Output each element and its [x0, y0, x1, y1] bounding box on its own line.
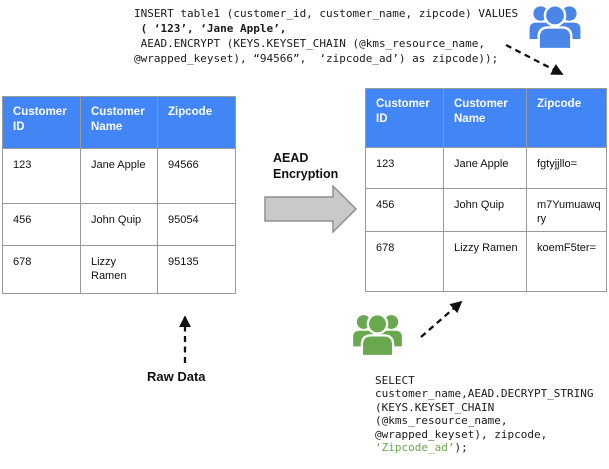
code-line: @wrapped_keyset), zipcode,: [375, 427, 548, 441]
code-line: SELECT: [375, 374, 415, 387]
table-row: 678 Lizzy Ramen koemF5ter=: [365, 231, 607, 292]
code-line-end: );: [454, 441, 468, 455]
table-cell: 678: [2, 245, 81, 294]
code-line: (KEYS.KEYSET_CHAIN: [375, 400, 495, 414]
table-cell: Jane Apple: [80, 148, 158, 204]
table-cell: 94566: [157, 148, 236, 204]
code-line: INSERT table1 (customer_id, customer_nam…: [134, 7, 519, 20]
table-cell: 678: [365, 231, 444, 292]
code-line: AEAD.ENCRYPT (KEYS.KEYSET_CHAIN (@kms_re…: [134, 37, 485, 50]
aead-label-line2: Encryption: [273, 167, 339, 181]
table-row: 456 John Quip m7Yumuawqry: [365, 188, 607, 232]
column-header: Customer ID: [2, 96, 81, 149]
table-cell: 123: [2, 148, 81, 204]
plain-data-table: Customer ID Customer Name Zipcode 123 Ja…: [2, 96, 236, 294]
code-line: (@kms_resource_name,: [375, 414, 508, 428]
code-highlight-green: ‘Zipcode_ad’: [375, 441, 455, 455]
raw-data-label: Raw Data: [147, 369, 206, 384]
table-header-row: Customer ID Customer Name Zipcode: [2, 96, 236, 149]
table-cell: Lizzy Ramen: [443, 231, 527, 292]
table-row: 456 John Quip 95054: [2, 203, 236, 246]
table-cell: John Quip: [443, 188, 527, 232]
column-header: Zipcode: [157, 96, 236, 149]
table-cell: 123: [365, 147, 444, 189]
table-cell: 456: [365, 188, 444, 232]
code-line: customer_name,AEAD.DECRYPT_STRING: [375, 387, 594, 401]
table-cell: Jane Apple: [443, 147, 527, 189]
table-cell: koemF5ter=: [526, 231, 607, 292]
table-row: 678 Lizzy Ramen 95135: [2, 245, 236, 294]
table-row: 123 Jane Apple fgtyjjllo=: [365, 147, 607, 189]
right-block-arrow-icon: [264, 184, 358, 234]
dashed-arrow-select-to-table: [420, 300, 463, 338]
code-line: ‘Zipcode_ad’);: [375, 441, 594, 454]
table-cell: m7Yumuawqry: [526, 188, 607, 232]
table-cell: 95135: [157, 245, 236, 294]
code-line: @wrapped_keyset), “94566”, ‘zipcode_ad’)…: [134, 52, 499, 65]
table-cell: 456: [2, 203, 81, 246]
table-cell: 95054: [157, 203, 236, 246]
aead-encryption-label: AEAD Encryption: [273, 150, 338, 182]
table-row: 123 Jane Apple 94566: [2, 148, 236, 204]
table-header-row: Customer ID Customer Name Zipcode: [365, 88, 607, 148]
users-icon: [529, 4, 581, 50]
table-cell: fgtyjjllo=: [526, 147, 607, 189]
table-cell: Lizzy Ramen: [80, 245, 158, 294]
column-header: Customer Name: [443, 88, 527, 148]
code-line-bold: ( ‘123’, ‘Jane Apple’,: [134, 22, 287, 35]
encrypted-data-table: Customer ID Customer Name Zipcode 123 Ja…: [365, 88, 607, 292]
aead-label-line1: AEAD: [273, 151, 309, 165]
users-icon: [353, 313, 402, 357]
column-header: Customer Name: [80, 96, 158, 149]
select-sql-code: SELECT customer_name,AEAD.DECRYPT_STRING…: [375, 374, 594, 454]
insert-sql-code: INSERT table1 (customer_id, customer_nam…: [134, 6, 518, 66]
table-cell: John Quip: [80, 203, 158, 246]
column-header: Customer ID: [365, 88, 444, 148]
column-header: Zipcode: [526, 88, 607, 148]
